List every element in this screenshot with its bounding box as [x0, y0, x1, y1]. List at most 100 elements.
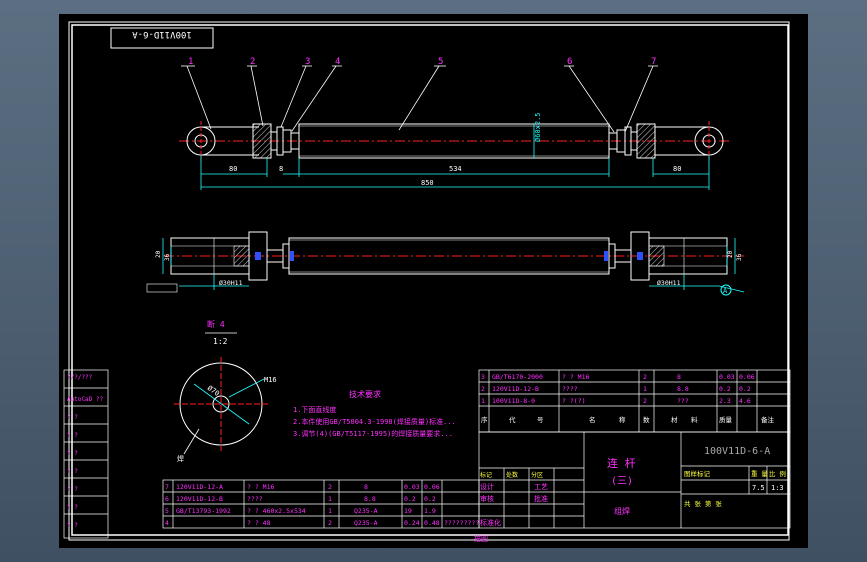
upper-parts-header: 序 代 号 名 称 材 料 数 质量 备注: [481, 415, 775, 424]
svg-text:2: 2: [328, 519, 332, 527]
dim-v-20-left: 20: [155, 250, 162, 258]
svg-text:120V11D-12-B: 120V11D-12-B: [492, 385, 539, 393]
svg-text:? ? M16: ? ? M16: [562, 373, 589, 381]
svg-text:0.48: 0.48: [424, 519, 440, 527]
svg-text:????: ????: [247, 495, 263, 503]
svg-text:工艺: 工艺: [534, 483, 548, 491]
svg-text:审核: 审核: [480, 494, 494, 503]
rotated-code-box: 100V11D-6-A: [110, 27, 214, 49]
svg-text:0.03: 0.03: [404, 483, 420, 491]
section-view: 断 4 1:2 M16 Ø70 焊: [174, 319, 277, 463]
svg-text:2: 2: [328, 483, 332, 491]
drawing-number: 100V11D-6-A: [704, 446, 770, 457]
svg-text:5: 5: [165, 507, 169, 515]
balloon-2: 2: [250, 57, 255, 67]
section-dia: Ø70: [206, 384, 221, 398]
svg-text:名: 名: [589, 415, 596, 424]
svg-text:0.2: 0.2: [424, 495, 436, 503]
strip-row-3: ? ?: [67, 432, 78, 439]
dim-v-20-right: 20: [727, 250, 734, 258]
title-stage-labels: 图样标记 重 量 比 例: [684, 469, 786, 478]
balloon-1: 1: [188, 57, 193, 67]
svg-text:处数: 处数: [506, 471, 518, 479]
dim-total: 850: [421, 179, 434, 187]
svg-text:图样标记: 图样标记: [684, 469, 711, 478]
note-1: 1.下面直线度: [293, 405, 336, 414]
datum-label: A: [723, 287, 728, 295]
svg-text:标记: 标记: [480, 471, 492, 479]
dim-bore-right: Ø30H11: [657, 279, 681, 287]
drawing-canvas: 100V11D-6-A: [63, 21, 791, 543]
svg-text:号: 号: [537, 416, 544, 424]
svg-text:1.9: 1.9: [424, 507, 436, 515]
note-2: 2.本件使用GB/T5004.3-1998(焊接质量)标准...: [293, 417, 456, 426]
svg-text:2: 2: [481, 385, 485, 393]
svg-text:0.03: 0.03: [719, 373, 735, 381]
notes-title: 技术要求: [349, 389, 381, 399]
rotated-code: 100V11D-6-A: [132, 29, 192, 39]
strip-row-2: ? ?: [67, 414, 78, 421]
technical-notes: 技术要求 1.下面直线度 2.本件使用GB/T5004.3-1998(焊接质量)…: [293, 389, 456, 438]
svg-text:比 例: 比 例: [769, 469, 786, 478]
svg-text:Q235-A: Q235-A: [354, 507, 378, 515]
svg-text:8: 8: [364, 483, 368, 491]
svg-text:标准化: 标准化: [480, 518, 501, 527]
svg-text:19: 19: [404, 507, 412, 515]
svg-text:2: 2: [643, 397, 647, 405]
svg-text:? ? M16: ? ? M16: [247, 483, 274, 491]
section-thread: M16: [264, 376, 277, 384]
svg-text:分区: 分区: [531, 471, 543, 479]
svg-text:7: 7: [165, 483, 169, 491]
svg-text:120V11D-12-B: 120V11D-12-B: [176, 495, 223, 503]
bottom-label: 描图: [474, 534, 488, 543]
weight-value: 7.5: [752, 484, 765, 492]
svg-text:备注: 备注: [761, 415, 775, 424]
svg-text:4.6: 4.6: [739, 397, 751, 405]
strip-row-5: ? ?: [67, 468, 78, 475]
svg-text:0.24: 0.24: [404, 519, 420, 527]
sheet-count: 共 张 第 张: [684, 499, 722, 508]
balloon-4: 4: [335, 57, 340, 67]
drawing-sheet[interactable]: 100V11D-6-A: [59, 14, 808, 548]
part-sub: (三): [611, 476, 633, 487]
svg-text:材: 材: [671, 415, 678, 424]
dim-v-36-right: 36: [736, 253, 743, 261]
svg-text:8: 8: [677, 373, 681, 381]
balloon-5: 5: [438, 57, 443, 67]
section-weld: 焊: [177, 454, 184, 463]
strip-row-0: ?/?/???: [67, 374, 93, 381]
company: 组焊: [614, 506, 630, 516]
svg-text:数: 数: [643, 415, 650, 424]
svg-text:GB/T13793-1992: GB/T13793-1992: [176, 507, 231, 515]
dim-bore-left: Ø30H11: [219, 279, 243, 287]
section-bore: [212, 395, 230, 413]
svg-text:重 量: 重 量: [751, 470, 768, 478]
svg-text:????: ????: [562, 385, 578, 393]
svg-text:0.06: 0.06: [424, 483, 440, 491]
left-strip: [63, 369, 109, 539]
svg-text:1: 1: [328, 495, 332, 503]
svg-text:?????????: ?????????: [444, 519, 479, 527]
note-3: 3.调节(4)(GB/T5117-1995)的焊接质量要求...: [293, 429, 453, 438]
svg-text:0.2: 0.2: [404, 495, 416, 503]
svg-text:? ?(?): ? ?(?): [562, 397, 585, 405]
svg-text:称: 称: [619, 415, 626, 424]
svg-text:Q235-A: Q235-A: [354, 519, 378, 527]
scale-value: 1:3: [771, 484, 784, 492]
outer-border: [68, 21, 790, 541]
strip-row-8: ? ?: [67, 522, 78, 529]
svg-text:120V11D-12-A: 120V11D-12-A: [176, 483, 223, 491]
svg-text:设计: 设计: [480, 482, 494, 491]
balloon-6: 6: [567, 57, 572, 67]
section-scale: 1:2: [213, 337, 228, 346]
balloon-3: 3: [305, 57, 310, 67]
tolerance-frame: [146, 283, 178, 293]
svg-text:1: 1: [481, 397, 485, 405]
upper-parts-rows: 3 GB/T6170-2000 ? ? M16 2 8 0.03 0.06 2 …: [481, 373, 755, 405]
svg-text:GB/T6170-2000: GB/T6170-2000: [492, 373, 543, 381]
svg-text:1: 1: [643, 385, 647, 393]
svg-text:料: 料: [691, 415, 698, 424]
svg-text:8.8: 8.8: [677, 385, 689, 393]
lower-parts-rows: 7 120V11D-12-A ? ? M16 2 8 0.03 0.06 6 1…: [165, 483, 479, 527]
